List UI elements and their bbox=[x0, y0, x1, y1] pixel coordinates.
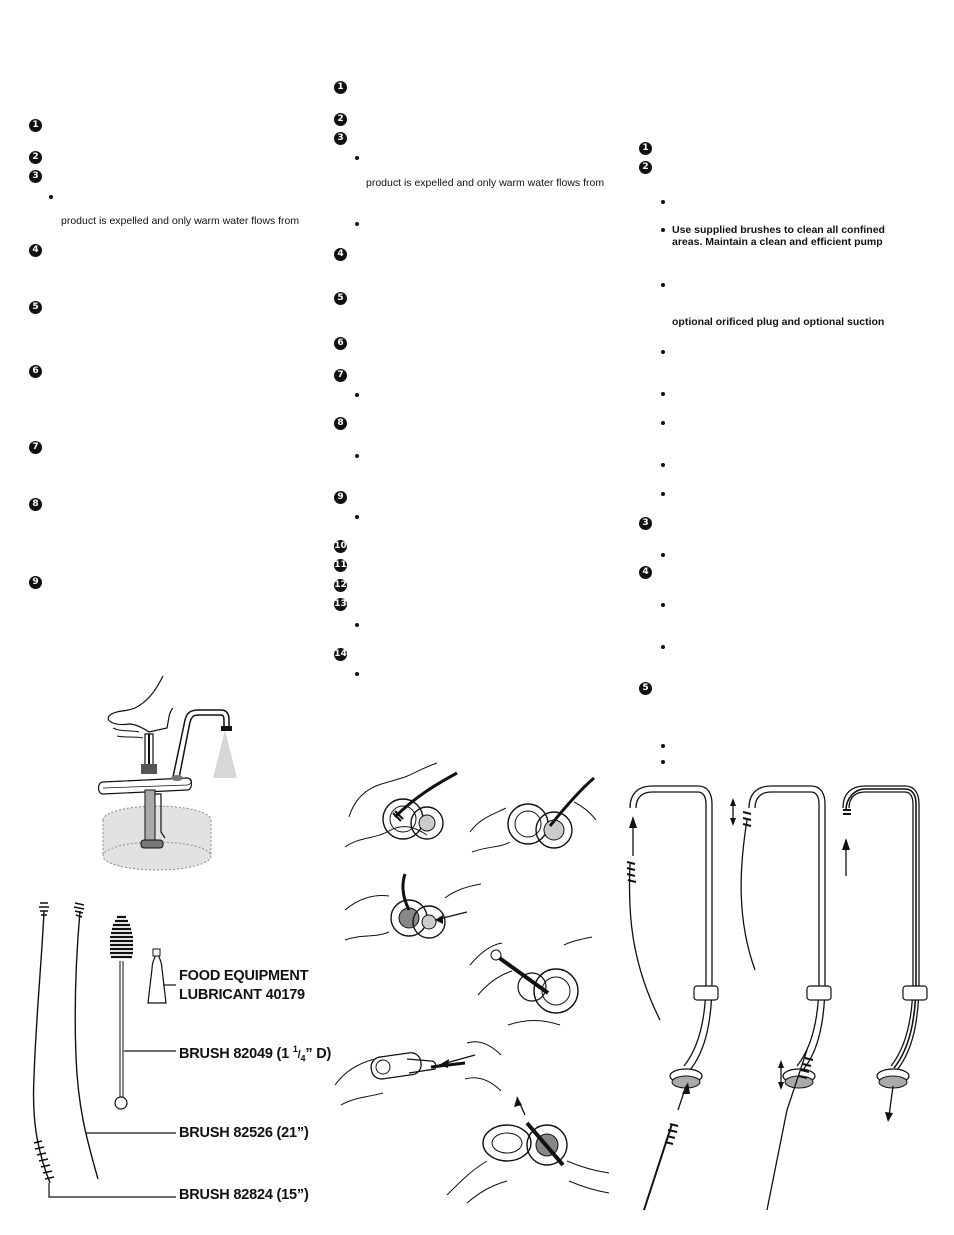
col3-step-4: 4 bbox=[639, 566, 652, 579]
col3-bullet bbox=[661, 421, 665, 425]
col1-step-3: 3 bbox=[29, 170, 42, 183]
col1-bullet bbox=[49, 195, 53, 199]
label-brush-82824: BRUSH 82824 (15”) bbox=[179, 1187, 309, 1203]
col1-step-5: 5 bbox=[29, 301, 42, 314]
col3-step-5: 5 bbox=[639, 682, 652, 695]
col2-bullet bbox=[355, 454, 359, 458]
col3-bullet bbox=[661, 603, 665, 607]
col3-bullet bbox=[661, 744, 665, 748]
col3-bullet bbox=[661, 645, 665, 649]
brushes-illustration bbox=[20, 897, 190, 1207]
col3-bullet bbox=[661, 760, 665, 764]
col2-bullet bbox=[355, 672, 359, 676]
col2-step-11: 11 bbox=[334, 559, 347, 572]
valve-cleaning-illustration-2 bbox=[470, 762, 600, 862]
col3-bold-line-1: Use supplied brushes to clean all confin… bbox=[672, 224, 885, 236]
col2-step-2: 2 bbox=[334, 113, 347, 126]
col1-step-4: 4 bbox=[29, 244, 42, 257]
col2-bullet bbox=[355, 623, 359, 627]
spout-cleaning-illustration-2 bbox=[730, 780, 835, 1210]
valve-cleaning-illustration-5 bbox=[335, 1035, 505, 1115]
col1-step-8: 8 bbox=[29, 498, 42, 511]
col3-step-3: 3 bbox=[639, 517, 652, 530]
col2-step-5: 5 bbox=[334, 292, 347, 305]
col2-step-9: 9 bbox=[334, 491, 347, 504]
col3-step-1: 1 bbox=[639, 142, 652, 155]
col2-step-1: 1 bbox=[334, 81, 347, 94]
valve-cleaning-illustration-1 bbox=[345, 757, 465, 857]
col3-bold-line-2: areas. Maintain a clean and efficient pu… bbox=[672, 236, 883, 248]
col3-bullet bbox=[661, 492, 665, 496]
col1-text-line: product is expelled and only warm water … bbox=[61, 215, 300, 227]
spout-cleaning-illustration-1 bbox=[620, 780, 720, 1210]
col3-bullet bbox=[661, 463, 665, 467]
brush-82049-fraction-den: 4 bbox=[300, 1053, 306, 1064]
valve-cleaning-illustration-6 bbox=[447, 1095, 612, 1205]
label-lubricant-line-1: FOOD EQUIPMENT bbox=[179, 968, 309, 984]
col2-step-7: 7 bbox=[334, 369, 347, 382]
valve-cleaning-illustration-3 bbox=[345, 870, 485, 960]
col3-bullet bbox=[661, 392, 665, 396]
valve-cleaning-illustration-4 bbox=[468, 935, 598, 1030]
col2-step-14: 14 bbox=[334, 648, 347, 661]
col3-bullet bbox=[661, 283, 665, 287]
col3-bullet bbox=[661, 200, 665, 204]
col1-step-9: 9 bbox=[29, 576, 42, 589]
col2-bullet bbox=[355, 222, 359, 226]
brush-82049-fraction-sep: / bbox=[297, 1048, 301, 1061]
col1-step-7: 7 bbox=[29, 441, 42, 454]
col3-bullet bbox=[661, 228, 665, 232]
col3-step-2: 2 bbox=[639, 161, 652, 174]
col2-step-13: 13 bbox=[334, 598, 347, 611]
col3-bold-line-3: optional orificed plug and optional suct… bbox=[672, 316, 885, 328]
col2-step-8: 8 bbox=[334, 417, 347, 430]
col2-bullet bbox=[355, 393, 359, 397]
col3-bullet bbox=[661, 553, 665, 557]
label-brush-82526: BRUSH 82526 (21”) bbox=[179, 1125, 309, 1141]
col1-step-2: 2 bbox=[29, 151, 42, 164]
col2-step-3: 3 bbox=[334, 132, 347, 145]
col2-bullet bbox=[355, 156, 359, 160]
label-lubricant-line-2: LUBRICANT 40179 bbox=[179, 987, 305, 1003]
col2-step-4: 4 bbox=[334, 248, 347, 261]
brush-82049-text: BRUSH 82049 (1 bbox=[179, 1045, 293, 1062]
col1-step-6: 6 bbox=[29, 365, 42, 378]
spout-cleaning-illustration-3 bbox=[842, 780, 945, 1122]
col2-step-12: 12 bbox=[334, 579, 347, 592]
pump-illustration bbox=[95, 672, 237, 877]
label-brush-82049: BRUSH 82049 (1 1/4” D) bbox=[179, 1044, 331, 1064]
col2-step-10: 10 bbox=[334, 540, 347, 553]
col2-text-line: product is expelled and only warm water … bbox=[366, 177, 605, 189]
brush-82049-fraction-num: 1 bbox=[292, 1044, 298, 1054]
col3-bullet bbox=[661, 350, 665, 354]
col1-step-1: 1 bbox=[29, 119, 42, 132]
brush-82049-text-end: ” D) bbox=[305, 1045, 332, 1062]
col2-bullet bbox=[355, 515, 359, 519]
col2-step-6: 6 bbox=[334, 337, 347, 350]
